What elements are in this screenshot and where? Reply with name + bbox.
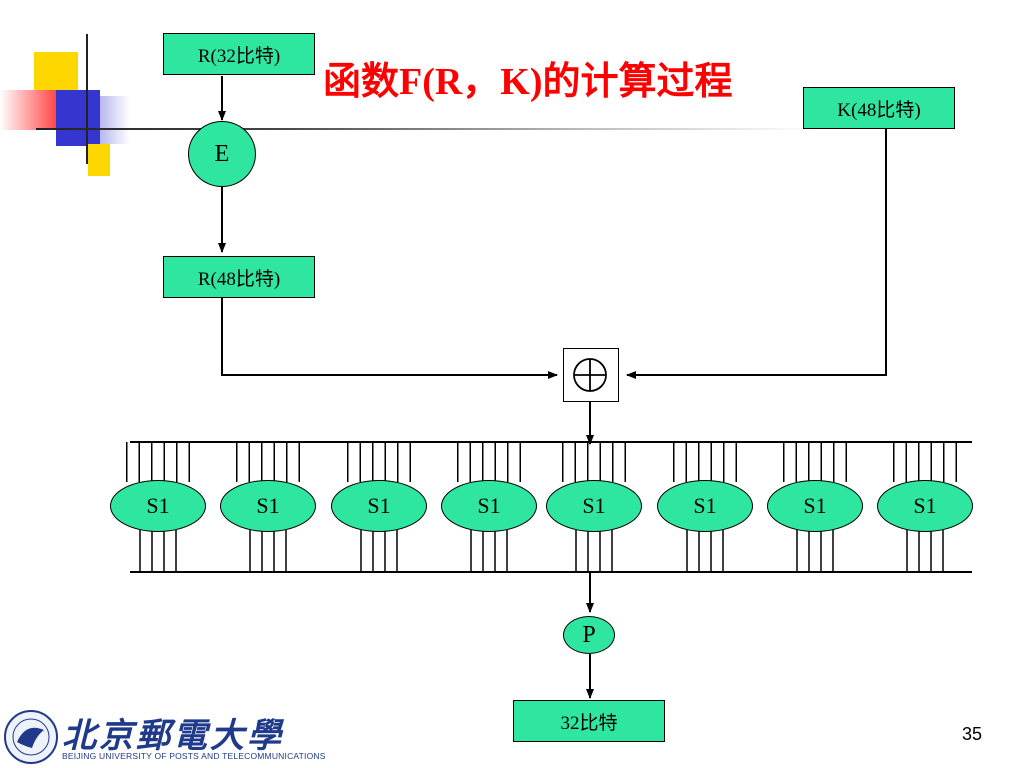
- sbox-6: S1: [657, 480, 753, 532]
- node-k48-label: K(48比特): [837, 99, 921, 121]
- sbox-3-label: S1: [367, 493, 391, 518]
- node-k48: K(48比特): [803, 87, 955, 129]
- node-p-label: P: [582, 621, 596, 648]
- deco-lilac-bar: [100, 96, 130, 144]
- sbox-7: S1: [767, 480, 863, 532]
- deco-horizontal-line: [36, 128, 816, 130]
- sbox-1: S1: [110, 480, 206, 532]
- page-number: 35: [962, 724, 983, 744]
- node-r48: R(48比特): [163, 256, 315, 298]
- sbox-1-label: S1: [146, 493, 170, 518]
- sbox-8: S1: [877, 480, 973, 532]
- node-p: P: [563, 616, 615, 654]
- sbox-5-label: S1: [582, 493, 606, 518]
- deco-yellow-square: [34, 52, 78, 92]
- deco-red-bar: [0, 90, 60, 130]
- sbox-7-label: S1: [803, 493, 827, 518]
- slide-title: 函数F(R，K)的计算过程: [323, 61, 733, 103]
- node-r32-label: R(32比特): [197, 45, 281, 67]
- logo-chinese-name: 北京郵電大學: [62, 716, 284, 756]
- xor-box: [563, 348, 619, 402]
- sbox-2-label: S1: [256, 493, 280, 518]
- university-seal-icon: [4, 710, 58, 764]
- deco-blue-square: [56, 90, 100, 146]
- deco-vertical-line: [86, 34, 88, 164]
- sbox-2: S1: [220, 480, 316, 532]
- deco-yellow-small: [88, 144, 110, 176]
- sbox-8-label: S1: [913, 493, 937, 518]
- arrow-r48-to-xor: [221, 298, 558, 379]
- node-r32: R(32比特): [163, 33, 315, 75]
- sbox-4-label: S1: [477, 493, 501, 518]
- node-e-label: E: [214, 140, 230, 167]
- node-r48-label: R(48比特): [197, 268, 281, 290]
- sbox-6-label: S1: [693, 493, 717, 518]
- sbox-3: S1: [331, 480, 427, 532]
- node-output: 32比特: [513, 700, 665, 742]
- logo-english-name: BEIJING UNIVERSITY OF POSTS AND TELECOMM…: [62, 751, 326, 761]
- node-e: E: [188, 121, 256, 187]
- sbox-5: S1: [546, 480, 642, 532]
- node-output-label: 32比特: [560, 712, 618, 734]
- arrow-k48-to-xor: [626, 128, 887, 379]
- sbox-4: S1: [441, 480, 537, 532]
